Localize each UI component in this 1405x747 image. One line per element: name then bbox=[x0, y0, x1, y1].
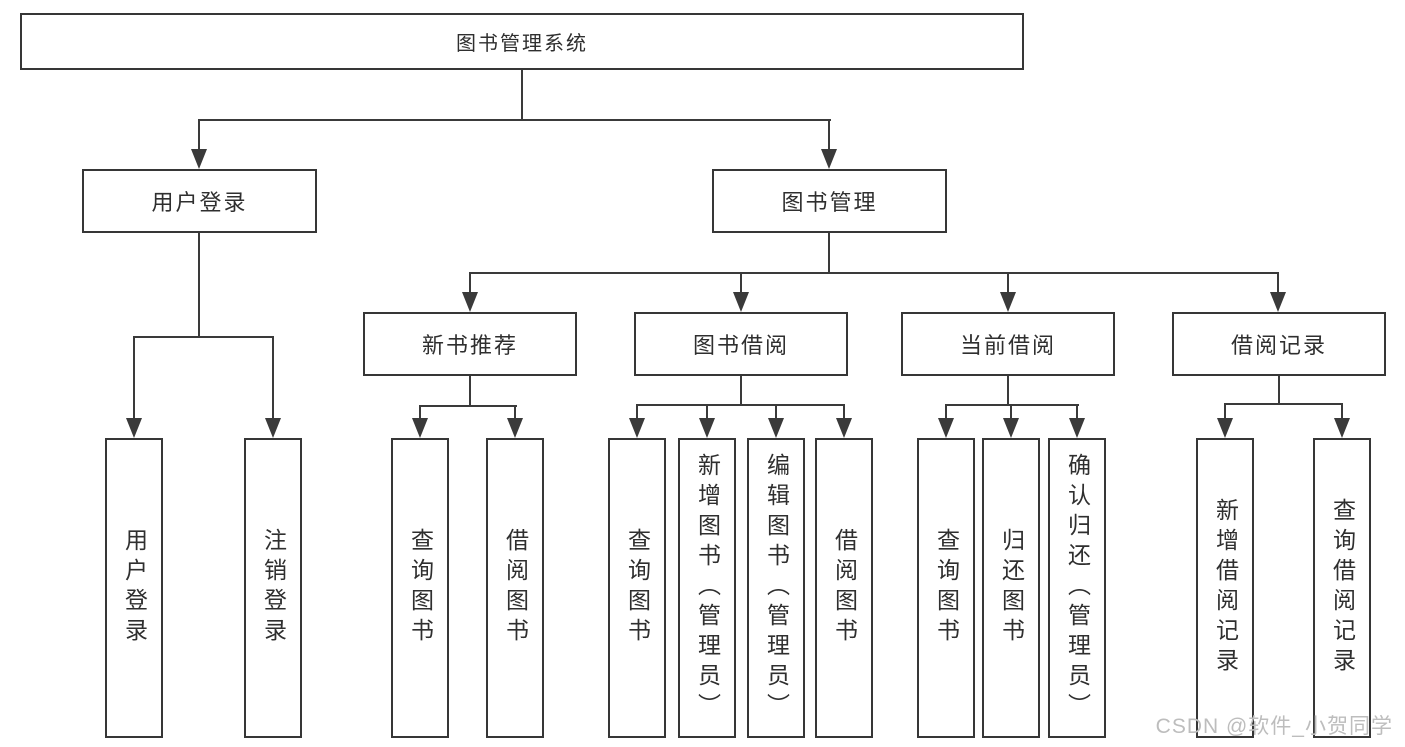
connector-line bbox=[521, 70, 523, 120]
connector-line bbox=[1007, 272, 1009, 294]
leaf-query-borrow-record: 查询借阅记录 bbox=[1313, 438, 1371, 738]
connector-line bbox=[1076, 404, 1078, 420]
connector-line bbox=[198, 233, 200, 338]
connector-line bbox=[198, 119, 200, 151]
connector-line bbox=[775, 404, 777, 420]
connector-line bbox=[1224, 403, 1226, 420]
connector-line bbox=[1278, 376, 1280, 405]
connector-line bbox=[1224, 403, 1343, 405]
node-label: 用户登录 bbox=[121, 528, 148, 648]
arrow-down-icon bbox=[629, 418, 645, 438]
arrow-down-icon bbox=[1003, 418, 1019, 438]
arrow-down-icon bbox=[733, 292, 749, 312]
node-label: 新增借阅记录 bbox=[1212, 498, 1239, 678]
connector-line bbox=[469, 272, 471, 294]
arrow-down-icon bbox=[1217, 418, 1233, 438]
node-label: 借阅记录 bbox=[1230, 333, 1327, 358]
node-label: 查询图书 bbox=[407, 528, 434, 648]
node-label: 归还图书 bbox=[998, 528, 1025, 648]
arrow-down-icon bbox=[1000, 292, 1016, 312]
node-label: 借阅图书 bbox=[831, 528, 858, 648]
connector-line bbox=[636, 404, 845, 406]
leaf-query-books-borrowing: 查询图书 bbox=[608, 438, 666, 738]
node-book-borrowing: 图书借阅 bbox=[634, 312, 848, 376]
connector-line bbox=[272, 336, 274, 420]
connector-line bbox=[1010, 404, 1012, 420]
node-label: 编辑图书（管理员） bbox=[763, 453, 790, 723]
connector-line bbox=[945, 404, 947, 420]
watermark: CSDN @软件_小贺同学 bbox=[1155, 715, 1393, 738]
connector-line bbox=[740, 272, 742, 294]
arrow-down-icon bbox=[412, 418, 428, 438]
leaf-edit-books-admin: 编辑图书（管理员） bbox=[747, 438, 805, 738]
connector-line bbox=[706, 404, 708, 420]
connector-line bbox=[419, 405, 517, 407]
arrow-down-icon bbox=[836, 418, 852, 438]
node-user-login: 用户登录 bbox=[82, 169, 317, 233]
node-library-management-system: 图书管理系统 bbox=[20, 13, 1024, 70]
node-label: 查询图书 bbox=[933, 528, 960, 648]
connector-line bbox=[469, 376, 471, 407]
connector-line bbox=[740, 376, 742, 406]
connector-line bbox=[133, 336, 274, 338]
leaf-borrow-books-borrowing: 借阅图书 bbox=[815, 438, 873, 738]
leaf-confirm-return-admin: 确认归还（管理员） bbox=[1048, 438, 1106, 738]
arrow-down-icon bbox=[821, 149, 837, 169]
connector-line bbox=[1277, 272, 1279, 294]
node-label: 当前借阅 bbox=[959, 333, 1056, 358]
node-borrowing-records: 借阅记录 bbox=[1172, 312, 1386, 376]
node-book-management: 图书管理 bbox=[712, 169, 947, 233]
connector-line bbox=[1007, 376, 1009, 406]
node-label: 图书管理系统 bbox=[456, 33, 588, 55]
leaf-add-books-admin: 新增图书（管理员） bbox=[678, 438, 736, 738]
node-label: 图书管理 bbox=[781, 190, 878, 215]
connector-line bbox=[828, 119, 830, 151]
connector-line bbox=[1341, 403, 1343, 420]
node-label: 新书推荐 bbox=[421, 333, 518, 358]
leaf-query-books-current: 查询图书 bbox=[917, 438, 975, 738]
leaf-add-borrow-record: 新增借阅记录 bbox=[1196, 438, 1254, 738]
connector-line bbox=[828, 233, 830, 274]
connector-line bbox=[636, 404, 638, 420]
arrow-down-icon bbox=[938, 418, 954, 438]
node-label: 借阅图书 bbox=[502, 528, 529, 648]
arrow-down-icon bbox=[1069, 418, 1085, 438]
arrow-down-icon bbox=[507, 418, 523, 438]
node-new-book-recommendation: 新书推荐 bbox=[363, 312, 577, 376]
connector-line bbox=[514, 405, 516, 420]
leaf-return-books: 归还图书 bbox=[982, 438, 1040, 738]
node-label: 确认归还（管理员） bbox=[1064, 453, 1091, 723]
node-label: 用户登录 bbox=[151, 190, 248, 215]
node-label: 新增图书（管理员） bbox=[694, 453, 721, 723]
node-label: 图书借阅 bbox=[692, 333, 789, 358]
connector-line bbox=[469, 272, 1279, 274]
node-current-borrowing: 当前借阅 bbox=[901, 312, 1115, 376]
connector-line bbox=[198, 119, 831, 121]
connector-line bbox=[419, 405, 421, 420]
node-label: 注销登录 bbox=[260, 528, 287, 648]
arrow-down-icon bbox=[191, 149, 207, 169]
node-label: 查询借阅记录 bbox=[1329, 498, 1356, 678]
leaf-user-login: 用户登录 bbox=[105, 438, 163, 738]
arrow-down-icon bbox=[699, 418, 715, 438]
arrow-down-icon bbox=[1270, 292, 1286, 312]
arrow-down-icon bbox=[126, 418, 142, 438]
leaf-query-books-recommend: 查询图书 bbox=[391, 438, 449, 738]
arrow-down-icon bbox=[1334, 418, 1350, 438]
leaf-borrow-books-recommend: 借阅图书 bbox=[486, 438, 544, 738]
arrow-down-icon bbox=[768, 418, 784, 438]
leaf-logout: 注销登录 bbox=[244, 438, 302, 738]
arrow-down-icon bbox=[462, 292, 478, 312]
connector-line bbox=[945, 404, 1079, 406]
connector-line bbox=[133, 336, 135, 420]
connector-line bbox=[843, 404, 845, 420]
node-label: 查询图书 bbox=[624, 528, 651, 648]
arrow-down-icon bbox=[265, 418, 281, 438]
